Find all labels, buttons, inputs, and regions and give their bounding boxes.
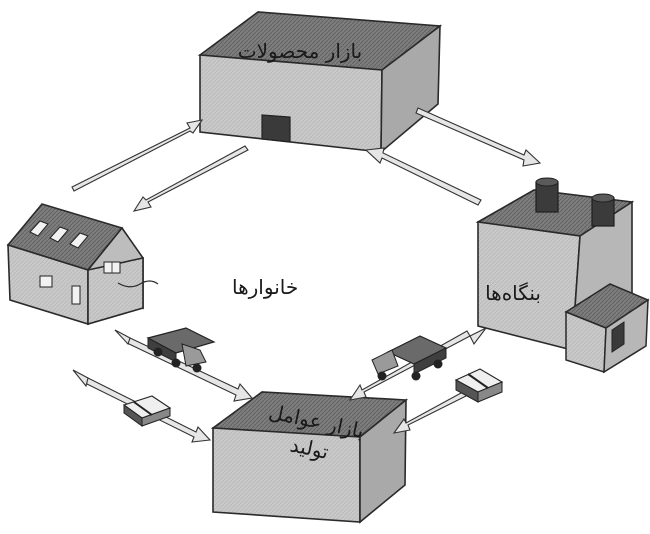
households-pointer xyxy=(117,280,159,288)
firms-label: بنگاه‌ها xyxy=(485,281,541,305)
flow-arrow-icon xyxy=(71,107,542,212)
factory-icon xyxy=(475,177,650,374)
money-icon xyxy=(122,395,172,427)
factors-market-box: بازار عوامل تولید xyxy=(210,391,409,524)
truck-icon xyxy=(146,327,216,373)
products-market-label: بازار محصولات xyxy=(238,39,362,63)
house-icon xyxy=(6,203,144,326)
truck-icon xyxy=(371,335,448,381)
households-label: خانوارها xyxy=(232,275,298,299)
products-market-box: بازار محصولات xyxy=(197,11,443,154)
money-icon xyxy=(454,368,504,403)
